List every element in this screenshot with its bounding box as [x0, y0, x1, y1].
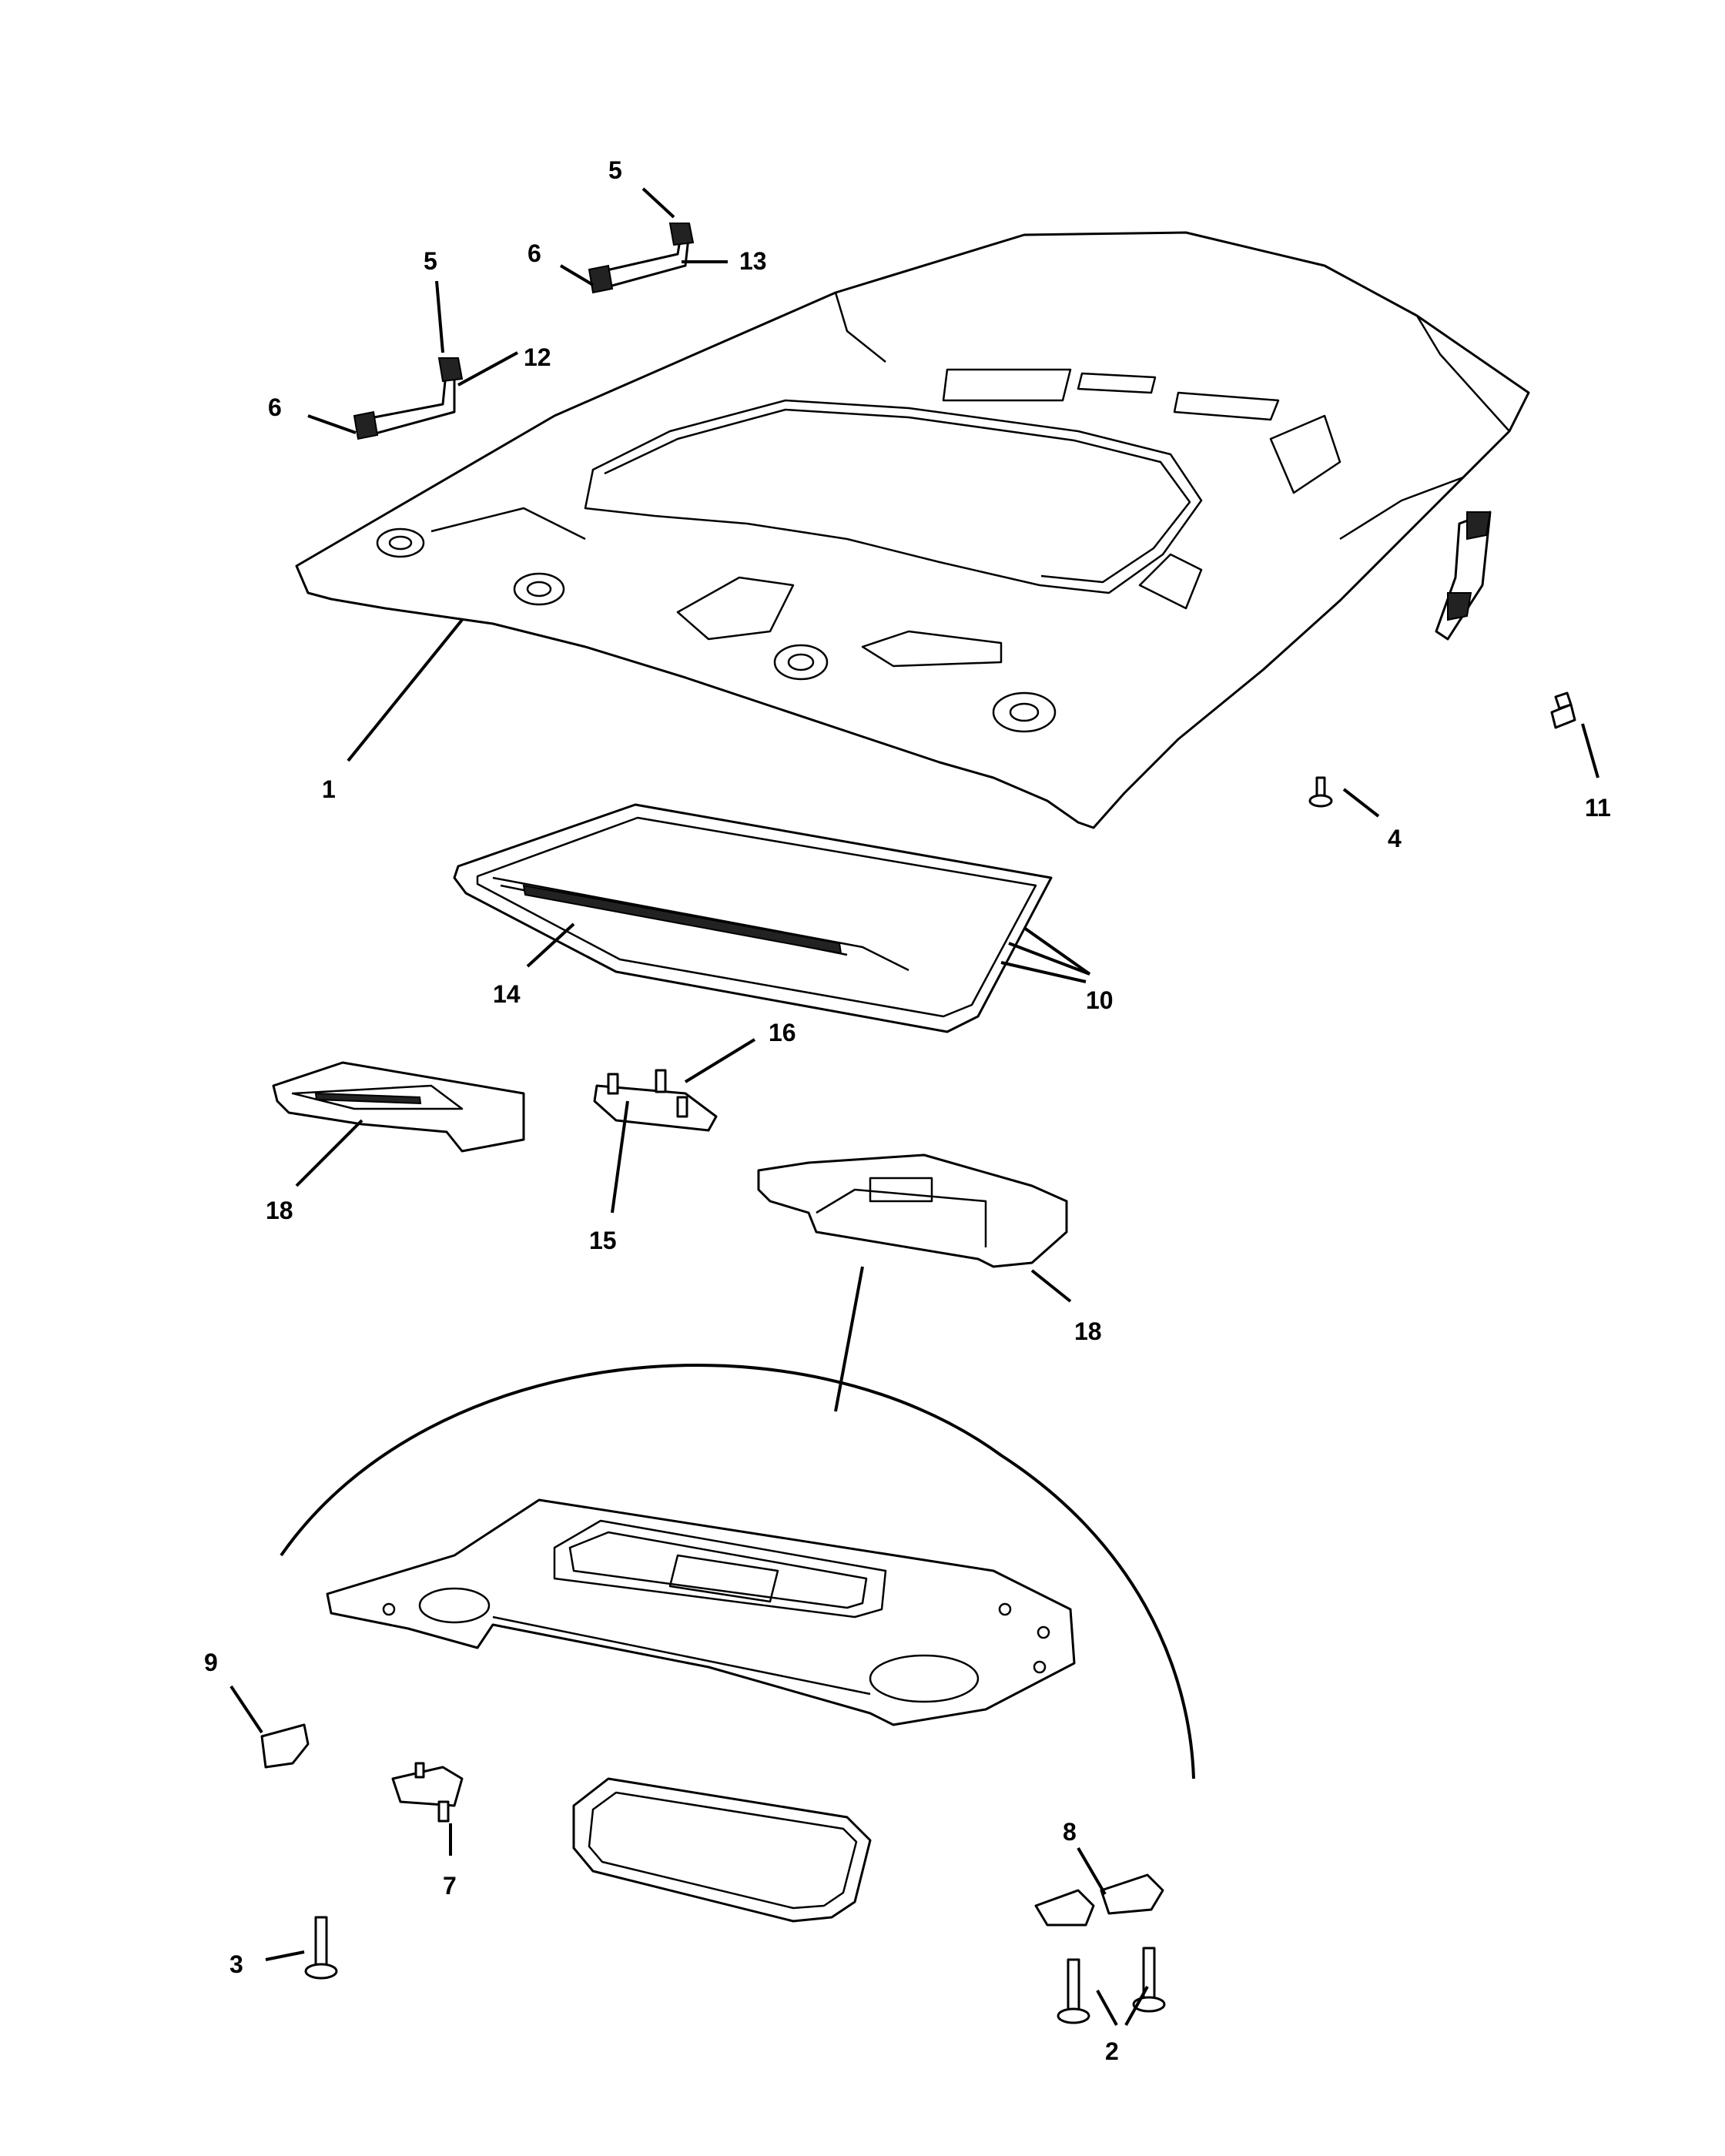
callout-15: 15: [589, 1227, 617, 1254]
callout-5-top: 5: [608, 156, 622, 184]
callout-13: 13: [739, 247, 767, 275]
callout-4: 4: [1388, 825, 1402, 852]
headliner-part: [295, 231, 1530, 829]
overhead-console-right-part: [757, 1153, 1068, 1268]
callout-11: 11: [1585, 794, 1611, 822]
callout-5-left: 5: [424, 247, 437, 275]
screw-part-2: [1057, 1947, 1166, 2024]
handle-part-12: [353, 357, 464, 440]
handle-part-13: [588, 223, 695, 294]
callout-labels: 1 2 3 4 5 5 6 6 7 8 9 10 11 12 13 14 15 …: [204, 156, 1611, 2065]
callout-1: 1: [322, 775, 336, 803]
clip-part-9: [260, 1723, 310, 1769]
leader-lines: [229, 187, 1599, 2026]
callout-6-left: 6: [268, 393, 282, 421]
clip-part-8: [1034, 1873, 1164, 1927]
callout-3: 3: [229, 1950, 243, 1978]
callout-7: 7: [443, 1872, 457, 1900]
clip-bracket-part: [593, 1069, 718, 1132]
retainer-part-7: [391, 1762, 464, 1823]
overhead-console-left-part: [272, 1061, 525, 1153]
callout-8: 8: [1063, 1818, 1077, 1846]
clip-part-11: [1550, 691, 1576, 729]
callout-18-left: 18: [266, 1197, 293, 1224]
screw-part-3: [304, 1916, 338, 1980]
grab-handle-bracket-right: [1435, 511, 1492, 641]
callout-10: 10: [1086, 986, 1114, 1014]
callout-6-top: 6: [528, 239, 541, 267]
callout-12: 12: [524, 343, 551, 371]
callout-16: 16: [769, 1019, 796, 1046]
callout-2: 2: [1105, 2037, 1119, 2065]
callout-18-right: 18: [1074, 1317, 1102, 1345]
detail-inset: [280, 1266, 1195, 1923]
screw-part-4: [1308, 776, 1333, 808]
callout-14: 14: [493, 980, 521, 1008]
sunroof-frame-part: [453, 803, 1053, 1033]
callout-9: 9: [204, 1649, 218, 1676]
